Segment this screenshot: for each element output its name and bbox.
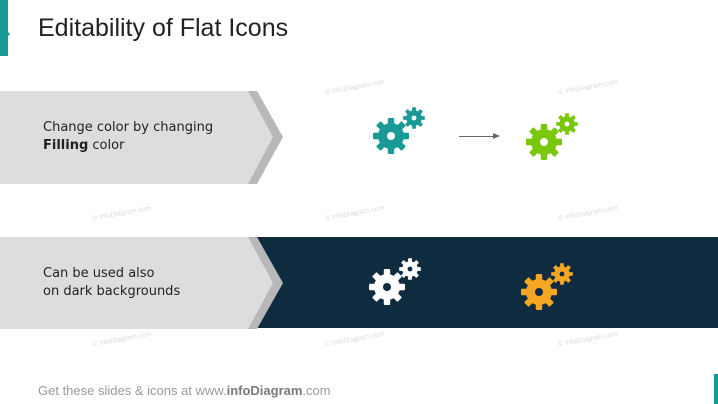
watermark: © infoDiagram.com	[557, 78, 619, 97]
gear-icon	[526, 113, 578, 160]
watermark: © infoDiagram.com	[91, 204, 153, 223]
footer-brand: infoDiagram	[226, 383, 303, 398]
footer-prefix: Get these slides & icons at www.	[38, 383, 227, 398]
gear-icon	[369, 258, 421, 305]
row-1-label: Change color by changing Filling color	[43, 119, 213, 155]
watermark: © infoDiagram.com	[324, 330, 386, 349]
watermark: © infoDiagram.com	[91, 330, 153, 349]
gear-icon	[521, 263, 573, 310]
accent-notch	[4, 28, 10, 40]
accent-bar-right	[714, 374, 718, 404]
row-2-line-2: on dark backgrounds	[43, 284, 181, 299]
chevron-shape	[0, 91, 283, 184]
row-1-line-2: Filling color	[43, 137, 213, 155]
row-1-bold-word: Filling	[43, 138, 89, 153]
arrow-right-icon	[459, 136, 495, 137]
row-1-line-2-rest: color	[88, 138, 125, 153]
watermark: © infoDiagram.com	[557, 204, 619, 223]
footer-suffix: .com	[302, 383, 331, 398]
row-2-label: Can be used also on dark backgrounds	[43, 265, 180, 301]
footer-credit: Get these slides & icons at www.infoDiag…	[38, 383, 331, 398]
gear-icon	[373, 107, 425, 154]
watermark: © infoDiagram.com	[324, 78, 386, 97]
arrow-head	[493, 133, 500, 139]
slide-title: Editability of Flat Icons	[38, 14, 289, 42]
chevron-shape	[0, 237, 283, 329]
watermark: © infoDiagram.com	[324, 204, 386, 223]
dark-background-band	[255, 237, 718, 328]
row-2-line-1: Can be used also	[43, 266, 155, 281]
row-1-line-1: Change color by changing	[43, 120, 214, 135]
watermark: © infoDiagram.com	[557, 330, 619, 349]
